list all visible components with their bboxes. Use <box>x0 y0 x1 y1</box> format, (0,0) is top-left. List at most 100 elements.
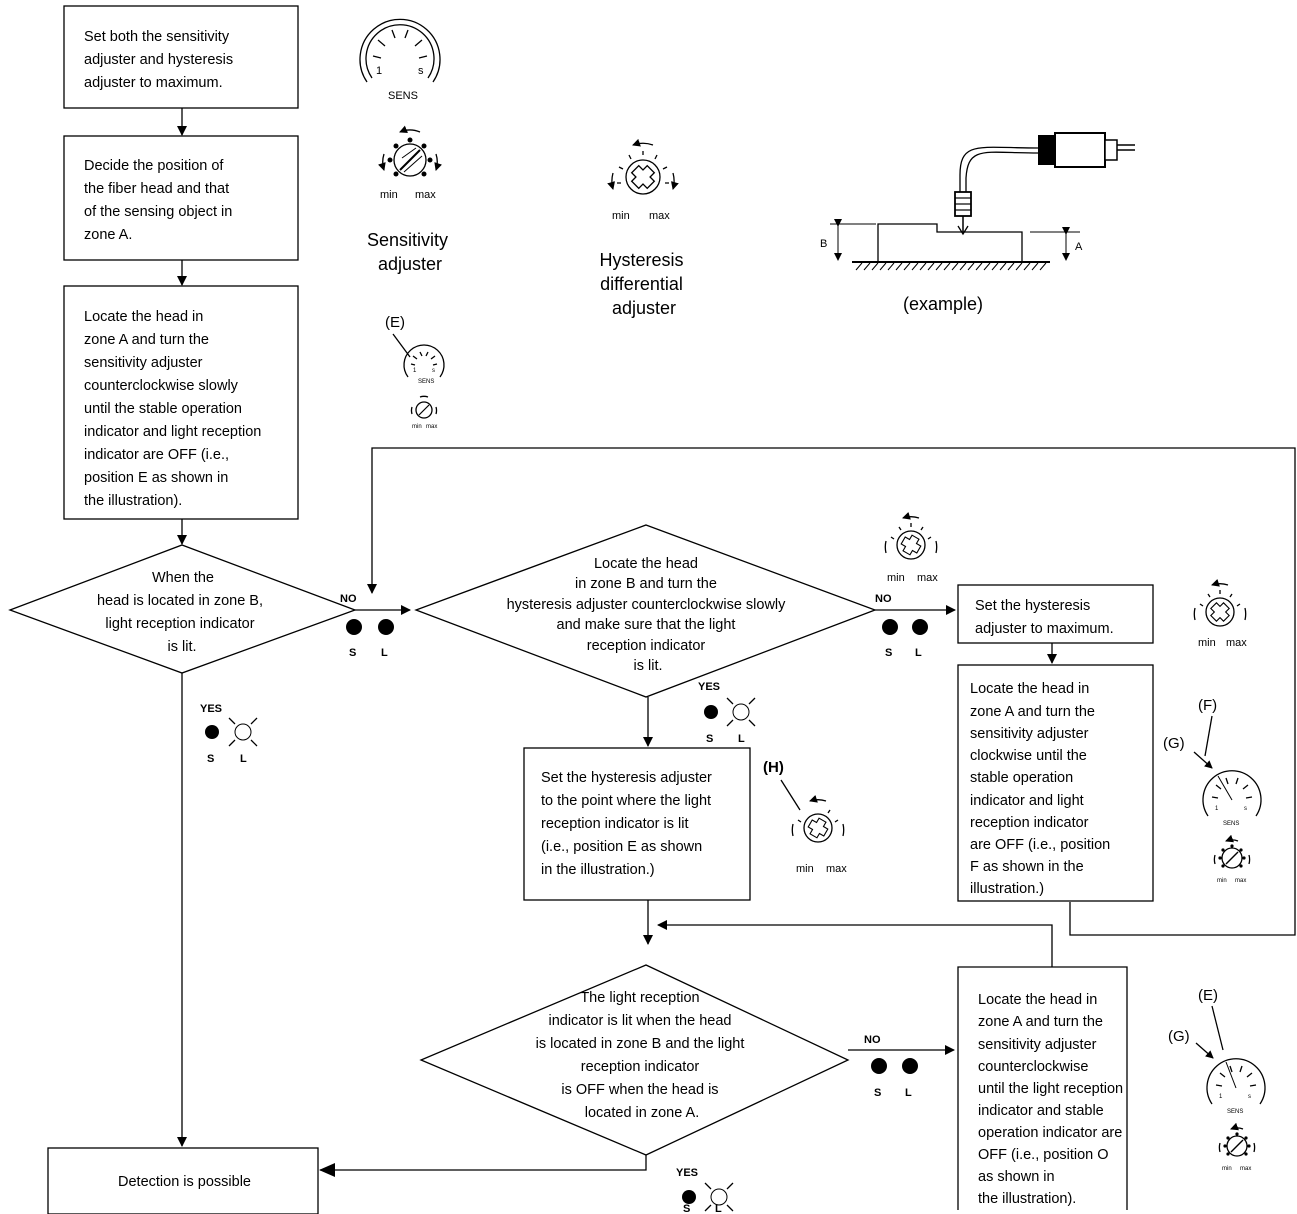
sensitivity-dial-icon-e2: 1 s SENS <box>1206 1058 1266 1115</box>
svg-text:min: min <box>796 863 814 875</box>
svg-text:1: 1 <box>1219 1094 1223 1100</box>
yes-label-3: YES <box>676 1167 698 1179</box>
small-sensitivity-dial-icon-e: 1 s SENS <box>403 344 445 385</box>
svg-text:min: min <box>1222 1166 1232 1172</box>
s-label-3: S <box>874 1087 881 1099</box>
s-label-5: S <box>706 733 713 745</box>
l-label-6: L <box>715 1203 722 1214</box>
locate-ccw-text: Locate the head in zone A and turn the s… <box>978 992 1127 1207</box>
svg-text:1: 1 <box>413 368 417 374</box>
locate-ccw-box <box>957 966 1128 1210</box>
svg-text:1: 1 <box>1215 806 1219 812</box>
step2-text: Decide the position of the fiber head an… <box>84 158 236 243</box>
svg-text:SENS: SENS <box>418 379 434 385</box>
no-label-2: NO <box>875 593 892 605</box>
light-indicator-lit-2 <box>726 697 756 727</box>
svg-text:SENS: SENS <box>1223 821 1239 827</box>
stable-indicator-off-4 <box>205 725 219 739</box>
no-label-1: NO <box>340 593 357 605</box>
detection-text: Detection is possible <box>118 1174 251 1190</box>
hysteresis-caption: Hysteresis differential adjuster <box>599 250 688 318</box>
svg-text:1: 1 <box>376 65 382 77</box>
loop-back-line <box>367 447 1296 936</box>
hysteresis-screw-icon-2: min max <box>884 512 938 584</box>
label-h: (H) <box>763 759 784 776</box>
decision2-text: Locate the head in zone B and turn the h… <box>507 556 790 674</box>
set-hysteresis-point-box <box>523 747 751 901</box>
s-label-6: S <box>683 1203 690 1214</box>
svg-text:max: max <box>649 210 670 222</box>
svg-text:s: s <box>1244 806 1247 812</box>
step1-text: Set both the sensitivity adjuster and hy… <box>84 29 237 91</box>
svg-text:max: max <box>426 424 437 430</box>
stable-indicator-off-3 <box>871 1058 887 1074</box>
svg-text:max: max <box>1235 878 1246 884</box>
svg-text:SENS: SENS <box>1227 1109 1243 1115</box>
svg-text:max: max <box>415 189 436 201</box>
l-label-3: L <box>905 1087 912 1099</box>
label-e-1: (E) <box>385 314 405 331</box>
stable-indicator-off-1 <box>346 619 362 635</box>
svg-text:max: max <box>1240 1166 1251 1172</box>
arrow-g-2 <box>1195 1042 1214 1059</box>
svg-text:min: min <box>612 210 630 222</box>
stable-indicator-off-5 <box>704 705 718 719</box>
svg-text:min: min <box>380 189 398 201</box>
svg-text:max: max <box>917 572 938 584</box>
light-indicator-off-2 <box>912 619 928 635</box>
step3-text: Locate the head in zone A and turn the s… <box>84 309 265 509</box>
svg-text:s: s <box>432 368 435 374</box>
svg-text:min: min <box>1198 637 1216 649</box>
svg-text:s: s <box>1248 1094 1251 1100</box>
loop-ccw-line <box>657 920 1053 967</box>
l-label-2: L <box>915 647 922 659</box>
pointer-e-2 <box>1211 1005 1224 1051</box>
label-g-2: (G) <box>1168 1028 1190 1045</box>
l-label-5: L <box>738 733 745 745</box>
svg-text:B: B <box>820 238 827 250</box>
sensitivity-screw-icon-f: min max <box>1213 834 1251 884</box>
sensitivity-dial-icon-f: 1 s SENS <box>1202 770 1262 827</box>
s-label-4: S <box>207 753 214 765</box>
decision2-diamond <box>414 524 877 698</box>
arrow-g-1 <box>1193 751 1213 769</box>
sensitivity-screw-icon: min max <box>378 125 442 201</box>
small-sensitivity-screw-icon-e: min max <box>410 395 437 430</box>
sensitivity-caption: Sensitivity adjuster <box>367 230 453 274</box>
s-label-1: S <box>349 647 356 659</box>
decision3-text: The light reception indicator is lit whe… <box>536 990 749 1121</box>
stable-indicator-off-6 <box>682 1190 696 1204</box>
stable-indicator-off-2 <box>882 619 898 635</box>
hysteresis-screw-icon-h: min max <box>791 795 847 875</box>
example-caption: (example) <box>903 294 983 314</box>
hysteresis-screw-icon-3: min max <box>1193 579 1247 649</box>
light-indicator-lit-1 <box>228 717 258 747</box>
svg-text:max: max <box>826 863 847 875</box>
hysteresis-screw-icon: min max <box>607 138 679 222</box>
arrow-decision3-yes <box>319 1155 647 1177</box>
yes-label-2: YES <box>698 681 720 693</box>
label-e-2: (E) <box>1198 987 1218 1004</box>
s-label-2: S <box>885 647 892 659</box>
locate-clockwise-box <box>957 664 1154 902</box>
yes-label-1: YES <box>200 703 222 715</box>
svg-text:SENS: SENS <box>388 90 418 102</box>
set-hysteresis-max-text: Set the hysteresis adjuster to maximum. <box>975 598 1114 637</box>
locate-clockwise-text: Locate the head in zone A and turn the s… <box>970 681 1114 897</box>
svg-text:min: min <box>412 424 422 430</box>
svg-text:min: min <box>887 572 905 584</box>
svg-text:s: s <box>418 65 424 77</box>
set-hysteresis-max-box <box>957 584 1154 644</box>
svg-text:A: A <box>1075 241 1083 253</box>
step1-box <box>63 5 299 109</box>
light-indicator-lit-3 <box>704 1182 734 1212</box>
light-indicator-off-1 <box>378 619 394 635</box>
pointer-f <box>1204 715 1213 757</box>
label-f: (F) <box>1198 697 1217 714</box>
svg-text:max: max <box>1226 637 1247 649</box>
detection-box <box>47 1147 319 1214</box>
set-hysteresis-point-text: Set the hysteresis adjuster to the point… <box>541 770 716 878</box>
l-label-4: L <box>240 753 247 765</box>
pointer-h <box>780 779 801 811</box>
